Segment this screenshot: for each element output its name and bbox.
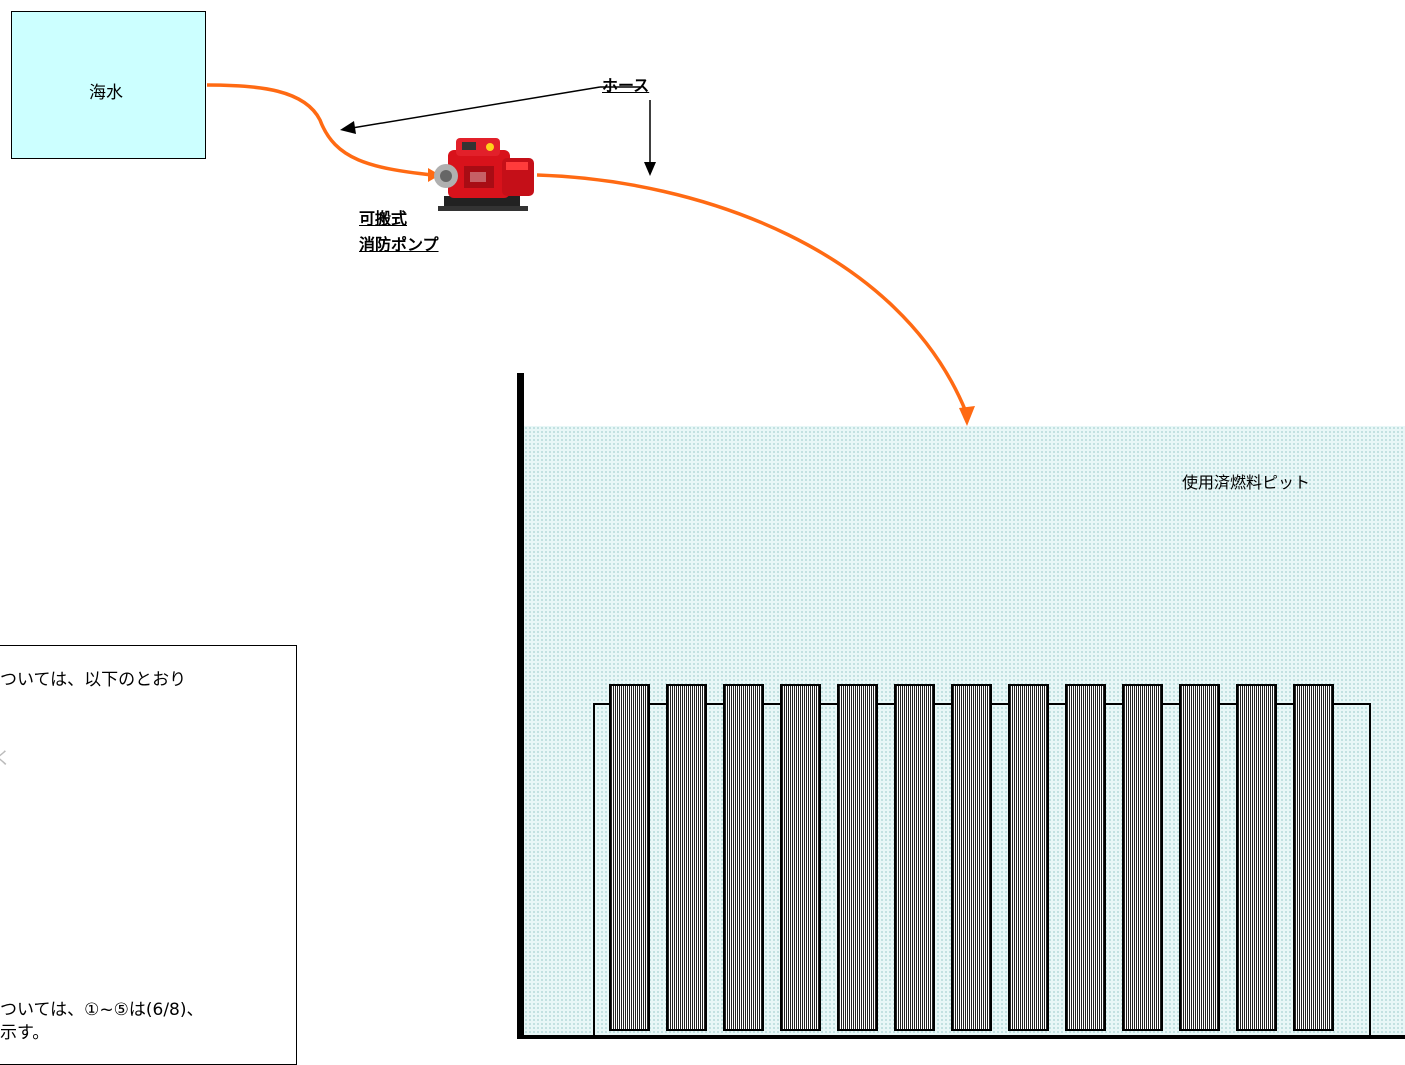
note-text-line-4: 示す。 [0,1023,50,1043]
note-text-line-3: ついては、①~⑤は(6/8)、 [0,1000,204,1020]
note-text-line-2: く [0,749,11,769]
seawater-source-box: 海水 [11,11,206,159]
fuel-assembly [951,684,992,1031]
pump-label-line-1: 可搬式 [359,209,408,228]
hose-pointer-line-left [351,86,601,129]
fuel-assembly [1179,684,1220,1031]
fuel-assembly [1065,684,1106,1031]
hose-pointer-arrow-down [644,162,656,176]
spent-fuel-pit-label: 使用済燃料ピット [1182,473,1311,492]
hose-diagram [206,83,975,426]
hose-intake [206,83,433,177]
hose-label: ホース [602,76,650,95]
hose-intake-arrowhead [428,168,440,182]
fuel-assembly [780,684,821,1031]
fuel-assembly [1122,684,1163,1031]
note-box [0,645,297,1065]
seawater-label: 海水 [89,83,123,103]
note-text-line-1: ついては、以下のとおり [0,670,187,690]
fuel-assembly [837,684,878,1031]
portable-fire-pump-icon [434,138,534,211]
fuel-assembly [1008,684,1049,1031]
pit-floor [517,1035,1405,1039]
fuel-assembly [723,684,764,1031]
fuel-assembly [609,684,650,1031]
hose-discharge [536,173,968,413]
pit-wall [517,373,524,1039]
fuel-assembly [666,684,707,1031]
fuel-assembly [1236,684,1277,1031]
hose-pointer-arrow-left [340,121,356,134]
fuel-assembly [1293,684,1334,1031]
hose-discharge-arrowhead [959,406,975,426]
fuel-assembly [894,684,935,1031]
pump-label-line-2: 消防ポンプ [359,235,439,254]
